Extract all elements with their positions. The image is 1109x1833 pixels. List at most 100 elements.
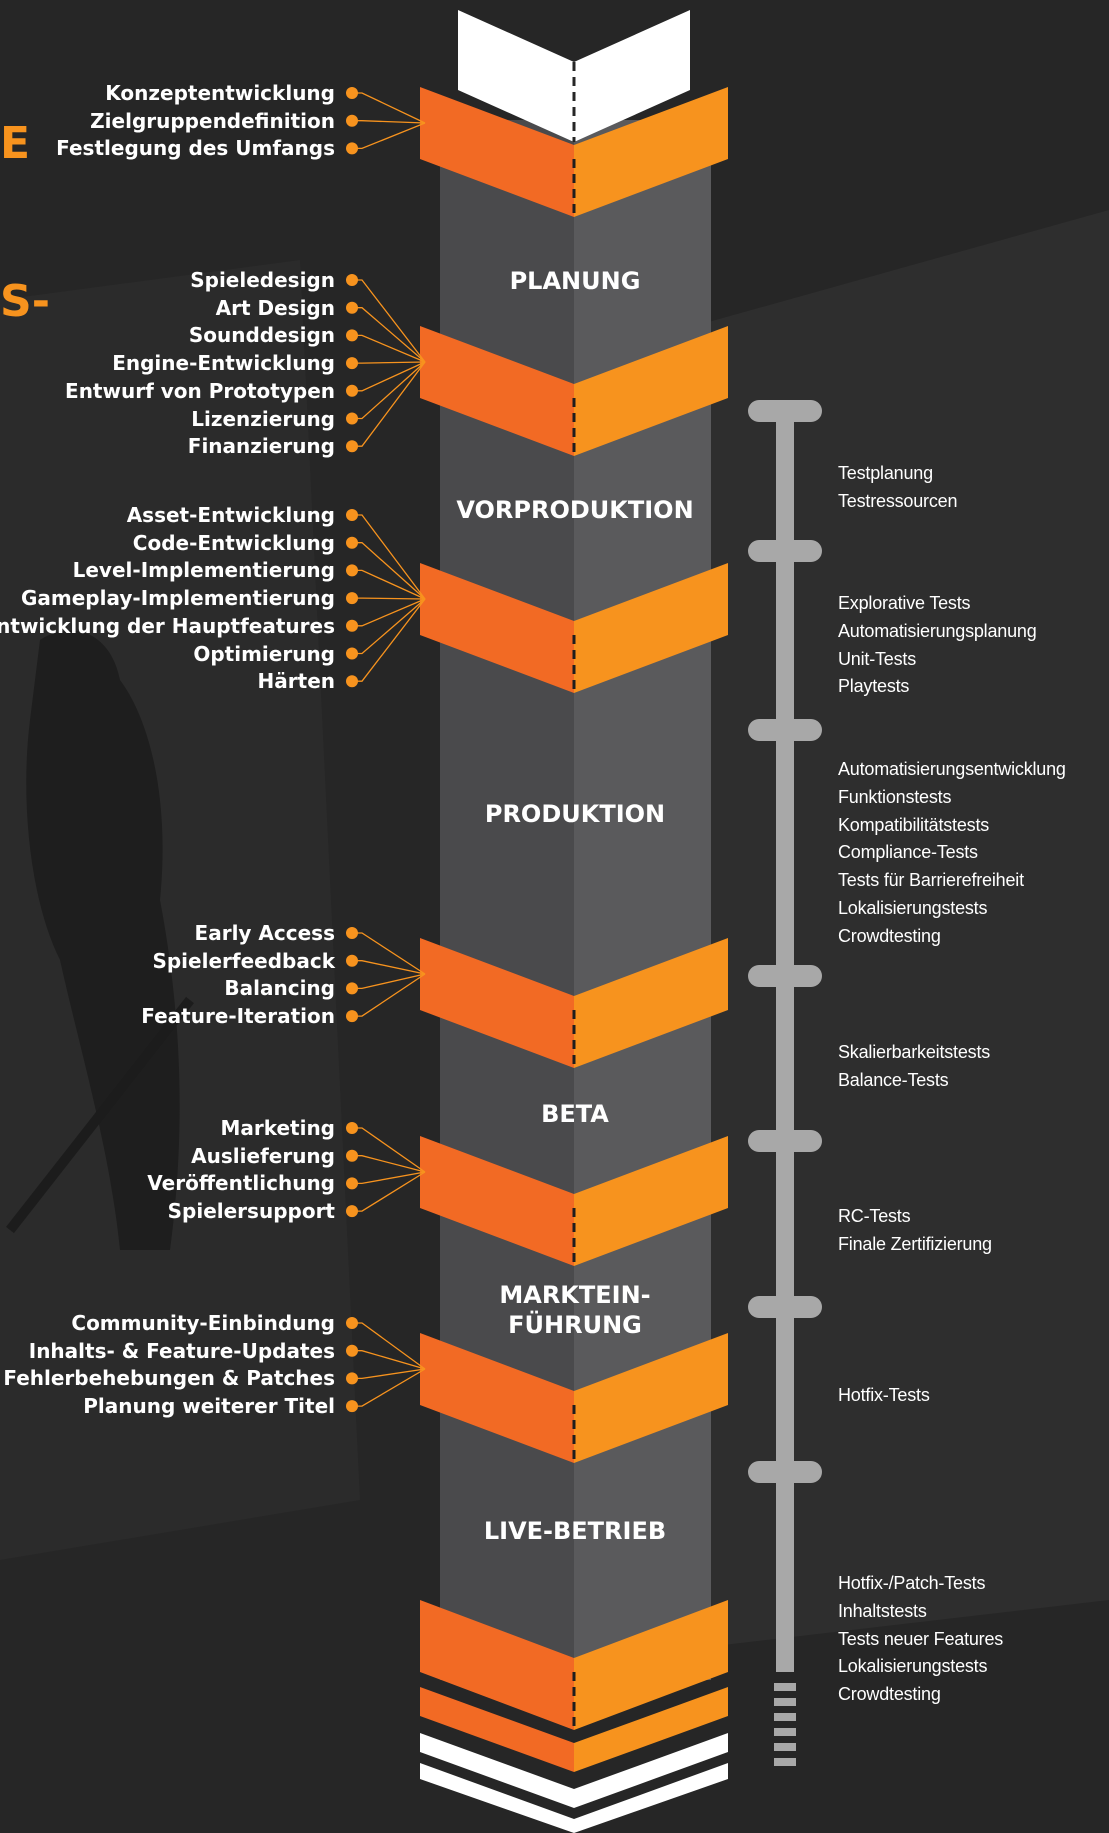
timeline-node-4 bbox=[748, 965, 822, 987]
task-label: Konzeptentwicklung bbox=[105, 81, 335, 105]
test-label: Balance-Tests bbox=[838, 1069, 949, 1090]
test-label: Compliance-Tests bbox=[838, 842, 978, 863]
task-connector-line bbox=[352, 361, 426, 420]
chevron-right-4 bbox=[574, 938, 728, 1068]
phase-label-markteinfuehrung: MARKTEIN- FÜHRUNG bbox=[499, 1281, 651, 1339]
test-label: Testplanung bbox=[838, 463, 933, 483]
phase-label-beta: BETA bbox=[541, 1100, 609, 1128]
task-label: Entwurf von Prototypen bbox=[65, 378, 335, 403]
task-label: Entwicklung der Hauptfeatures bbox=[0, 613, 335, 638]
timeline-node-2 bbox=[748, 540, 822, 562]
chevron-right-1 bbox=[574, 87, 728, 217]
test-label: Hotfix-/Patch-Tests bbox=[838, 1573, 986, 1593]
test-label: Crowdtesting bbox=[838, 1684, 941, 1705]
task-connector-line bbox=[352, 598, 426, 682]
task-label: Veröffentlichung bbox=[147, 1171, 335, 1196]
test-label: RC-Tests bbox=[838, 1206, 911, 1226]
timeline-dash bbox=[774, 1743, 796, 1751]
test-label: Lokalisierungstests bbox=[838, 1656, 988, 1677]
test-label: Automatisierungsentwicklung bbox=[838, 759, 1066, 779]
test-label: Funktionstests bbox=[838, 786, 952, 807]
test-label: Unit-Tests bbox=[838, 648, 917, 669]
chevron-right-6 bbox=[574, 1333, 728, 1463]
task-connector-line bbox=[352, 122, 426, 150]
background-shade bbox=[0, 260, 360, 1560]
task-connector-line bbox=[352, 514, 426, 600]
timeline-dash bbox=[774, 1758, 796, 1766]
task-label: Planung weiterer Titel bbox=[83, 1394, 335, 1419]
task-connector-line bbox=[352, 361, 426, 392]
bottom-white-chevron-1 bbox=[420, 1733, 728, 1808]
chevron-left-4 bbox=[420, 938, 574, 1068]
background-sword bbox=[6, 996, 194, 1234]
task-connector-line bbox=[352, 597, 426, 600]
heading-fragment-middle: S- bbox=[0, 276, 50, 327]
task-label: Spielerfeedback bbox=[152, 948, 335, 973]
task-label: Finanzierung bbox=[187, 434, 335, 459]
phase-label-live-betrieb: LIVE-BETRIEB bbox=[483, 1517, 667, 1545]
task-connector-line bbox=[352, 542, 426, 600]
test-label: Kompatibilitätstests bbox=[838, 814, 990, 835]
chevron-left-3 bbox=[420, 563, 574, 693]
task-label: Level-Implementierung bbox=[72, 558, 335, 583]
test-label: Inhaltstests bbox=[838, 1600, 927, 1621]
task-label: Fehlerbehebungen & Patches bbox=[3, 1366, 335, 1391]
task-connector-line bbox=[352, 307, 426, 363]
task-label: Gameplay-Implementierung bbox=[20, 586, 335, 611]
timeline-dash bbox=[774, 1713, 796, 1721]
timeline-node-3 bbox=[748, 719, 822, 741]
task-label: Feature-Iteration bbox=[141, 1004, 335, 1029]
test-label: Skalierbarkeitstests bbox=[838, 1042, 991, 1062]
task-connector-line bbox=[352, 334, 426, 363]
test-label: Lokalisierungstests bbox=[838, 898, 988, 918]
timeline-node-6 bbox=[748, 1296, 822, 1318]
phase-label-planung: PLANUNG bbox=[509, 267, 641, 295]
task-label: Balancing bbox=[224, 976, 335, 1001]
timeline-node-5 bbox=[748, 1130, 822, 1152]
task-connector-line bbox=[352, 973, 426, 990]
test-label: Playtests bbox=[838, 676, 910, 697]
task-connector-line bbox=[352, 598, 426, 655]
task-label: Optimierung bbox=[193, 641, 335, 666]
timeline-dash bbox=[774, 1698, 796, 1706]
chevron-right-2 bbox=[574, 326, 728, 456]
timeline-dash bbox=[774, 1728, 796, 1736]
test-label: Tests neuer Features bbox=[838, 1628, 1004, 1649]
task-label: Auslieferung bbox=[191, 1143, 335, 1168]
task-connectors bbox=[346, 87, 426, 1413]
task-connector-line bbox=[352, 1322, 426, 1370]
background-figure-silhouette bbox=[26, 630, 180, 1250]
timeline-node-7 bbox=[748, 1461, 822, 1483]
chevron-right-5 bbox=[574, 1136, 728, 1266]
phase-chevrons bbox=[420, 87, 728, 1730]
task-connector-line bbox=[352, 1171, 426, 1185]
test-label: Automatisierungsplanung bbox=[838, 620, 1037, 641]
task-connector-line bbox=[352, 120, 426, 124]
task-label: Early Access bbox=[194, 921, 335, 945]
chevron-left-7 bbox=[420, 1600, 574, 1730]
chevron-left-6 bbox=[420, 1333, 574, 1463]
task-connector-line bbox=[352, 932, 426, 975]
task-label: Sounddesign bbox=[188, 323, 335, 348]
task-label: Härten bbox=[257, 669, 335, 694]
test-label: Testressourcen bbox=[838, 490, 958, 511]
test-label: Crowdtesting bbox=[838, 925, 941, 946]
task-connector-line bbox=[352, 361, 426, 364]
bottom-white-chevron-2 bbox=[420, 1763, 728, 1833]
task-connector-line bbox=[352, 1368, 426, 1380]
task-label: Marketing bbox=[220, 1116, 335, 1140]
task-connector-line bbox=[352, 1127, 426, 1173]
timeline-dash bbox=[774, 1683, 796, 1691]
testing-timeline bbox=[748, 400, 822, 1766]
heading-fragment-top: E bbox=[0, 118, 31, 169]
test-label: Finale Zertifizierung bbox=[838, 1233, 992, 1254]
task-connector-line bbox=[352, 92, 426, 124]
chevron-right-7 bbox=[574, 1600, 728, 1730]
phase-label-vorproduktion: VORPRODUKTION bbox=[456, 496, 694, 524]
task-connector-line bbox=[352, 1350, 426, 1370]
task-label: Art Design bbox=[215, 295, 335, 320]
task-connector-line bbox=[352, 1171, 426, 1212]
chevron-right-3 bbox=[574, 563, 728, 693]
phase-label-produktion: PRODUKTION bbox=[484, 800, 666, 828]
